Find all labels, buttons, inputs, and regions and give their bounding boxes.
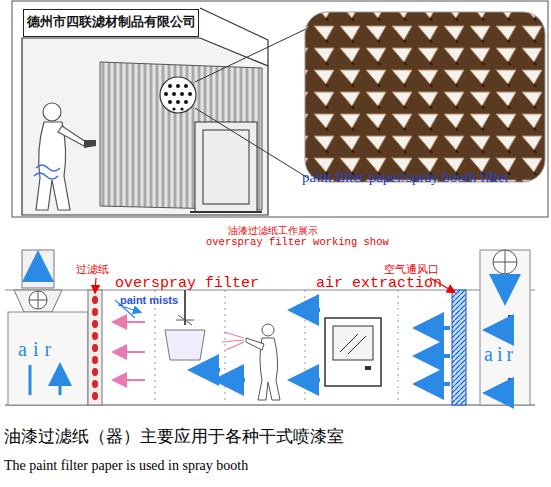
sign-band: 德州市四联滤材制品有限公司 bbox=[23, 9, 199, 37]
flow-label: air bbox=[18, 338, 57, 360]
flow-label: air bbox=[484, 343, 517, 365]
diagram-title: 油漆过滤纸工作展示 bbox=[228, 225, 318, 236]
diagram-subtitle: overspray filter working show bbox=[206, 237, 389, 249]
flow-label: paint mists bbox=[120, 294, 178, 306]
company-name: 德州市四联滤材制品有限公司 bbox=[27, 16, 196, 30]
part-name: 空气通风口 bbox=[384, 264, 439, 276]
part-name: overspray filter bbox=[115, 276, 259, 293]
caption: 油漆过滤纸（器）主要应用于各种干式喷漆室 bbox=[4, 428, 344, 447]
caption-english: The paint filter paper is used in spray … bbox=[4, 458, 248, 473]
part-name: air extraction bbox=[316, 276, 442, 293]
image-caption: paint filter paper/spray booth filter bbox=[302, 169, 509, 186]
part-name: 过滤纸 bbox=[76, 264, 109, 276]
